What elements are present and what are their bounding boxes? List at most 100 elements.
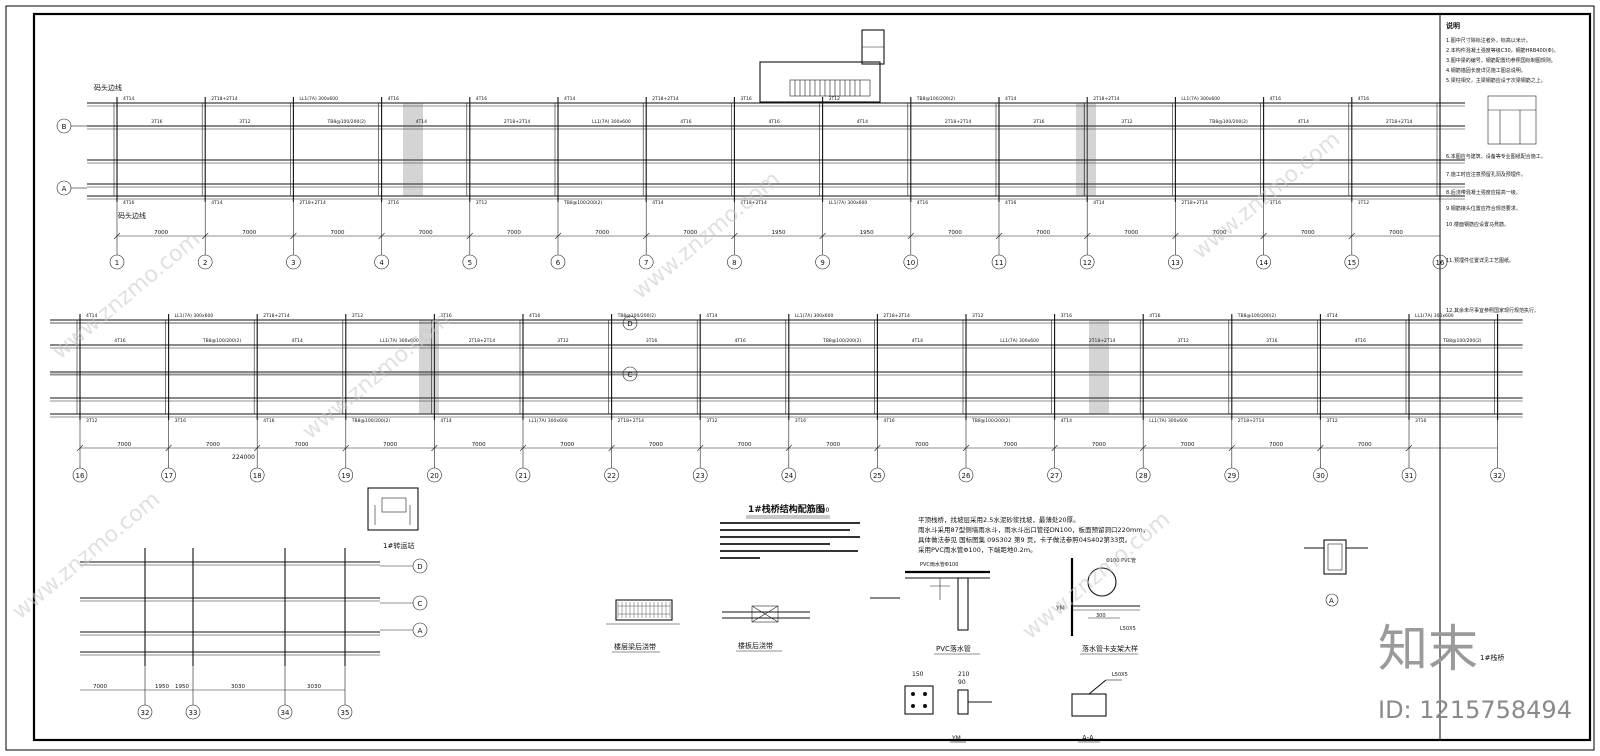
- axis-number: 23: [696, 472, 705, 480]
- ym-dim-150: 150: [912, 671, 924, 678]
- axis-bubble: [462, 254, 478, 270]
- dimension-tick: [962, 444, 970, 452]
- beam-annotation: 3T12: [86, 418, 97, 424]
- axis-number: 1: [115, 259, 119, 267]
- axis-bubble: [286, 254, 301, 270]
- dimension-tick: [1083, 232, 1091, 240]
- beam-annotation: 3T12: [1121, 119, 1132, 125]
- note-4: 4.钢筋锚固长度详见施工图总说明。: [1446, 67, 1526, 74]
- span-dimension: 7000: [154, 230, 168, 236]
- axis-number: 22: [607, 472, 616, 480]
- axis-number: 32: [1493, 472, 1502, 480]
- axis-bubble: [1135, 467, 1151, 483]
- span-dimension: 7000: [1389, 230, 1403, 236]
- ym-dim-90: 90: [958, 679, 966, 686]
- ym-caption: YM: [951, 735, 961, 742]
- dimension-tick: [431, 444, 438, 452]
- beam-annotation: 2T18+2T14: [1089, 338, 1116, 344]
- span-dimension: 1950: [155, 684, 169, 690]
- span-dimension: 7000: [383, 442, 397, 448]
- note-6: 6.本图应与建筑、设备等专业图纸配合施工。: [1446, 153, 1546, 160]
- axis-bubble: [638, 254, 654, 270]
- pvc-pipe-caption: PVC落水管: [936, 644, 971, 653]
- span-dimension: 1950: [772, 230, 786, 236]
- axis-number: 5: [468, 259, 472, 267]
- note-10: 10.楼面钢筋应设置马凳筋。: [1446, 221, 1509, 228]
- dimension-tick: [290, 232, 297, 240]
- row-axis-label: A: [418, 627, 423, 635]
- image-id: ID: 1215758494: [1378, 696, 1572, 724]
- beam-annotation: LL1(7A) 300x600: [1000, 338, 1039, 344]
- axis-bubble: [991, 254, 1007, 270]
- beam-annotation: 4T14: [86, 313, 97, 319]
- axis-number: 32: [141, 709, 150, 717]
- dimension-tick: [819, 232, 826, 240]
- bracket-dim-300: 300: [1096, 613, 1106, 619]
- span-dimension: 3030: [307, 684, 321, 690]
- a-detail-caption: A: [1329, 597, 1334, 605]
- beam-annotation: TB8@100/200(2): [351, 418, 391, 424]
- drainage-notes: 平顶栈桥，找坡层采用2.5水泥砂浆找坡，最薄处20厚。 雨水斗采用87型侧墙雨水…: [918, 515, 1149, 554]
- axis-number: 24: [784, 472, 793, 480]
- dimension-tick: [1051, 444, 1058, 452]
- beam-annotation: 3T16: [1415, 418, 1426, 424]
- beam-annotation: 4T16: [680, 119, 691, 125]
- axis-bubble: [109, 254, 125, 270]
- span-dimension: 7000: [507, 230, 521, 236]
- brand-logo-text: 知末: [1378, 620, 1478, 678]
- beam-annotation: TB8@100/200(2): [1442, 338, 1482, 344]
- watermark-layer: www.znzmo.com www.znzmo.com www.znzmo.co…: [8, 127, 1345, 645]
- axis-bubble: [515, 467, 531, 483]
- axis-bubble: [727, 254, 742, 270]
- axis-bubble: [1344, 254, 1360, 270]
- beam-annotation: 3T12: [972, 313, 983, 319]
- beam-annotation: LL1(7A) 300x600: [299, 96, 338, 102]
- axis-bubble: [903, 254, 919, 270]
- beam-annotation: 4T16: [1270, 96, 1281, 102]
- axis-number: 4: [379, 259, 384, 267]
- span-dimension: 7000: [1036, 230, 1050, 236]
- note-7: 7.施工时应注意预留孔洞及预埋件。: [1446, 171, 1526, 178]
- axis-number: 9: [820, 259, 824, 267]
- beam-annotation: 4T14: [912, 338, 923, 344]
- beam-annotation: 2T18+2T14: [652, 96, 679, 102]
- beam-annotation: 3T12: [557, 338, 568, 344]
- note-2: 2.本构件混凝土强度等级C30，钢筋HRB400(Φ)。: [1446, 47, 1559, 54]
- pvc-pipe-detail: PVC雨水管Φ100 PVC落水管: [870, 561, 990, 655]
- brand-logo: 知末 1#栈桥 ID: 1215758494: [1378, 620, 1572, 724]
- axis-number: 12: [1083, 259, 1092, 267]
- row-axis-label: D: [417, 563, 422, 571]
- bracket-angle: L50X5: [1120, 626, 1136, 632]
- beam-annotation: 4T14: [292, 338, 303, 344]
- dimension-tick: [165, 444, 172, 452]
- span-dimension: 7000: [295, 442, 309, 448]
- sub-title: 1#栈桥: [1480, 653, 1504, 662]
- drainage-line-4: 采用PVC雨水管Φ100，下端距地0.2m。: [918, 545, 1037, 554]
- note-5: 5.梁柱相交，主梁钢筋应设于次梁钢筋之上。: [1446, 77, 1546, 84]
- span-dimension: 1950: [860, 230, 874, 236]
- axis-number: 34: [281, 709, 290, 717]
- dimension-tick: [1172, 232, 1179, 240]
- beam-annotation: 3T12: [476, 200, 487, 206]
- beam-annotation: 4T16: [1005, 200, 1016, 206]
- dimension-tick: [696, 444, 704, 452]
- sheet-outer-border: [5, 5, 1595, 751]
- axis-bubble: [72, 467, 88, 483]
- watermark-text: www.znzmo.com: [8, 487, 165, 625]
- pipe-size-label: Φ100 PVC管: [1106, 557, 1136, 564]
- beam-annotation: TB8@100/200(2): [971, 418, 1011, 424]
- axis-number: 18: [253, 472, 262, 480]
- beam-annotation: 2T18+2T14: [299, 200, 326, 206]
- beam-annotation: 4T16: [735, 338, 746, 344]
- dimension-tick: [731, 232, 738, 240]
- span-dimension: 7000: [117, 442, 131, 448]
- beam-annotation: 3T16: [1061, 313, 1072, 319]
- beam-annotation: 3T16: [388, 200, 399, 206]
- beam-annotation: 3T12: [829, 96, 840, 102]
- span-dimension: 7000: [1003, 442, 1017, 448]
- beam-annotation: 2T18+2T14: [504, 119, 531, 125]
- axis-number: 31: [1405, 472, 1414, 480]
- span-dimension: 7000: [472, 442, 486, 448]
- span-dimension: 7000: [1124, 230, 1138, 236]
